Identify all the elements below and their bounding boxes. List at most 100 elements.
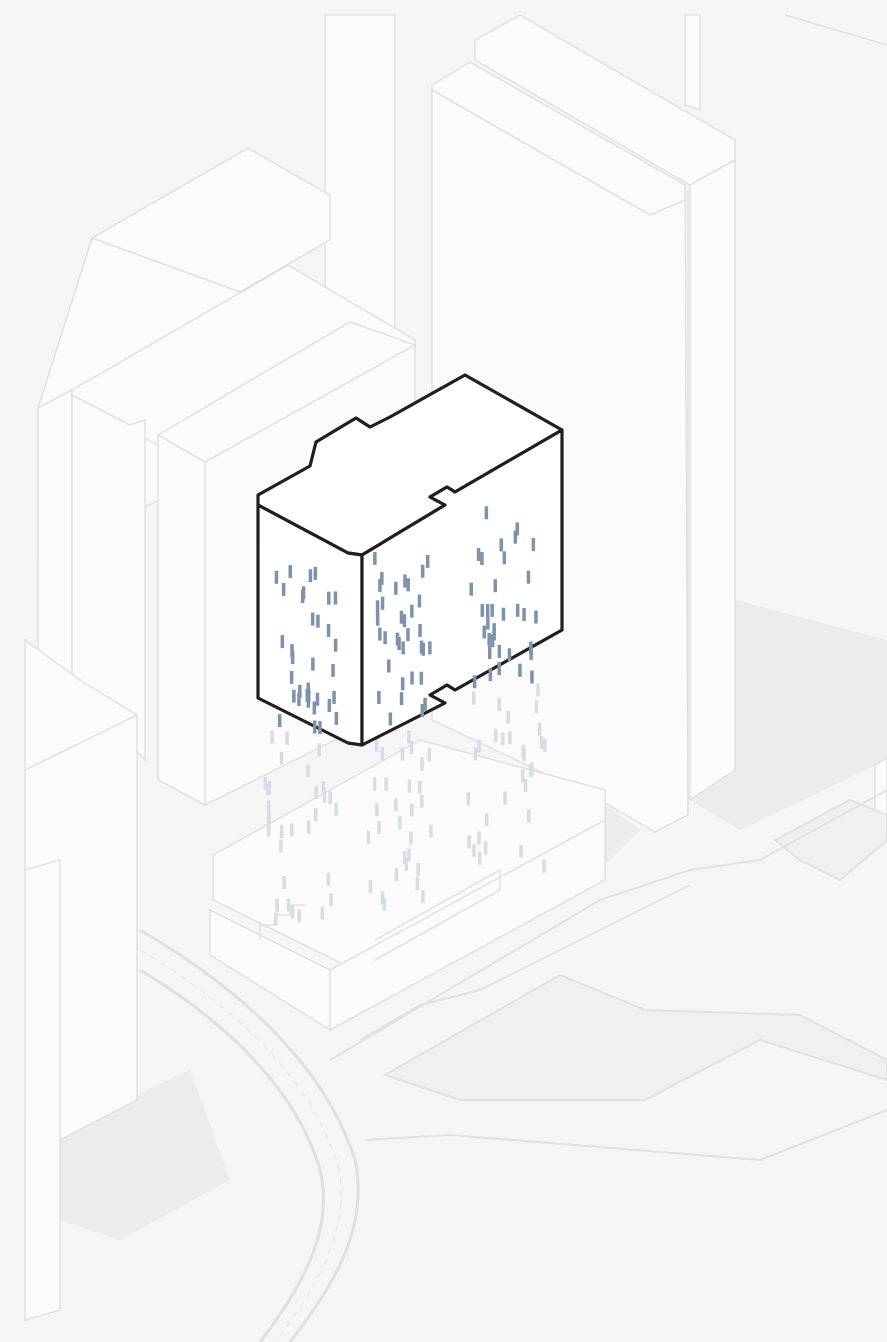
- featured-tower-volume: [256, 373, 564, 747]
- tower-shadow-right: [690, 600, 887, 830]
- window-mark: [334, 711, 339, 725]
- window-mark: [490, 603, 494, 617]
- window-shadow-mark: [477, 739, 481, 753]
- window-mark: [375, 600, 380, 614]
- window-mark: [383, 631, 387, 645]
- roads-and-plaza: [139, 789, 887, 1342]
- window-shadow-mark: [409, 831, 413, 845]
- window-mark: [313, 720, 317, 734]
- window-mark: [290, 651, 295, 664]
- window-shadow-mark: [382, 897, 387, 911]
- window-mark: [399, 692, 404, 706]
- window-mark: [487, 632, 491, 646]
- window-shadow-mark: [508, 731, 512, 745]
- window-shadow-mark: [314, 786, 318, 800]
- plaza-path-1: [329, 789, 887, 1061]
- window-mark: [482, 625, 486, 639]
- window-mark: [534, 610, 538, 624]
- window-shadow-mark: [467, 835, 471, 849]
- window-mark: [488, 668, 493, 682]
- window-shadow-mark: [314, 808, 318, 822]
- window-shadow-mark: [522, 748, 526, 762]
- window-shadow-mark: [466, 792, 471, 806]
- window-shadow-mark: [398, 816, 402, 830]
- window-shadow-mark: [539, 736, 544, 749]
- window-shadow-mark: [270, 730, 274, 744]
- window-shadow-mark: [263, 776, 268, 790]
- window-shadow-mark: [527, 809, 531, 823]
- window-mark: [497, 661, 501, 675]
- window-mark: [406, 578, 410, 592]
- curved-road-outer: [139, 928, 360, 1342]
- window-mark: [312, 701, 317, 715]
- window-shadow-mark: [402, 851, 407, 864]
- window-shadow-mark: [290, 823, 294, 837]
- window-shadow-mark: [427, 748, 432, 762]
- window-mark: [410, 604, 414, 618]
- window-shadow-mark: [329, 893, 333, 906]
- window-shadow-mark: [368, 880, 373, 894]
- featured-tower-right-face: [360, 428, 564, 747]
- window-shadow-mark: [404, 857, 409, 871]
- window-mark: [307, 689, 311, 703]
- window-mark: [400, 677, 405, 691]
- window-shadow-mark: [375, 803, 379, 817]
- window-mark: [476, 548, 481, 561]
- window-shadow-mark: [497, 698, 501, 712]
- window-shadow-mark: [266, 800, 271, 814]
- center-left-front: [157, 433, 206, 807]
- window-shadow-mark: [375, 738, 379, 752]
- left-mid-front: [71, 393, 146, 762]
- window-mark: [333, 591, 338, 605]
- window-mark: [399, 610, 404, 624]
- window-mark: [394, 581, 398, 595]
- window-shadow-mark: [409, 741, 414, 755]
- window-mark: [326, 624, 331, 637]
- window-mark: [522, 608, 526, 621]
- plaza-path-2: [364, 1109, 887, 1162]
- window-mark: [488, 646, 492, 659]
- window-mark: [387, 659, 391, 673]
- window-shadow-mark: [477, 851, 482, 865]
- window-mark: [529, 641, 533, 655]
- window-mark: [388, 712, 393, 726]
- window-mark: [377, 691, 381, 704]
- window-shadow-mark: [297, 909, 301, 923]
- window-shadow-mark: [523, 779, 528, 793]
- window-shadow-mark: [380, 891, 385, 905]
- window-shadow-mark: [285, 731, 289, 745]
- window-mark: [288, 565, 292, 579]
- window-mark: [497, 644, 502, 658]
- window-mark: [301, 586, 306, 600]
- window-mark: [397, 637, 401, 650]
- window-mark: [373, 551, 377, 565]
- window-mark: [515, 603, 520, 617]
- window-shadow-mark: [501, 732, 505, 746]
- window-shadow-mark: [306, 820, 311, 834]
- window-shadow-mark: [529, 764, 533, 778]
- window-shadow-mark: [503, 791, 507, 805]
- window-shadow-mark: [384, 777, 388, 791]
- window-shadow-mark: [494, 729, 498, 743]
- window-shadow-mark: [394, 868, 399, 881]
- window-mark: [486, 616, 490, 630]
- window-mark: [308, 569, 313, 583]
- window-mark: [298, 684, 302, 698]
- window-shadow-mark: [282, 876, 286, 889]
- window-shadow-mark: [377, 820, 381, 834]
- window-mark: [315, 692, 320, 706]
- window-shadow-mark: [267, 810, 271, 824]
- window-mark: [420, 564, 425, 578]
- window-shadow-mark: [320, 906, 325, 920]
- podium-band: [374, 868, 501, 961]
- window-shadow-mark: [394, 797, 398, 811]
- window-shadow-mark: [279, 825, 284, 839]
- window-shadow-mark: [279, 751, 284, 765]
- window-shadow-mark: [321, 781, 326, 795]
- window-mark: [526, 570, 531, 584]
- window-mark: [289, 670, 294, 684]
- window-mark: [333, 638, 338, 652]
- window-shadow-mark: [407, 779, 412, 793]
- window-mark: [380, 571, 384, 585]
- window-shadow-mark: [421, 890, 425, 904]
